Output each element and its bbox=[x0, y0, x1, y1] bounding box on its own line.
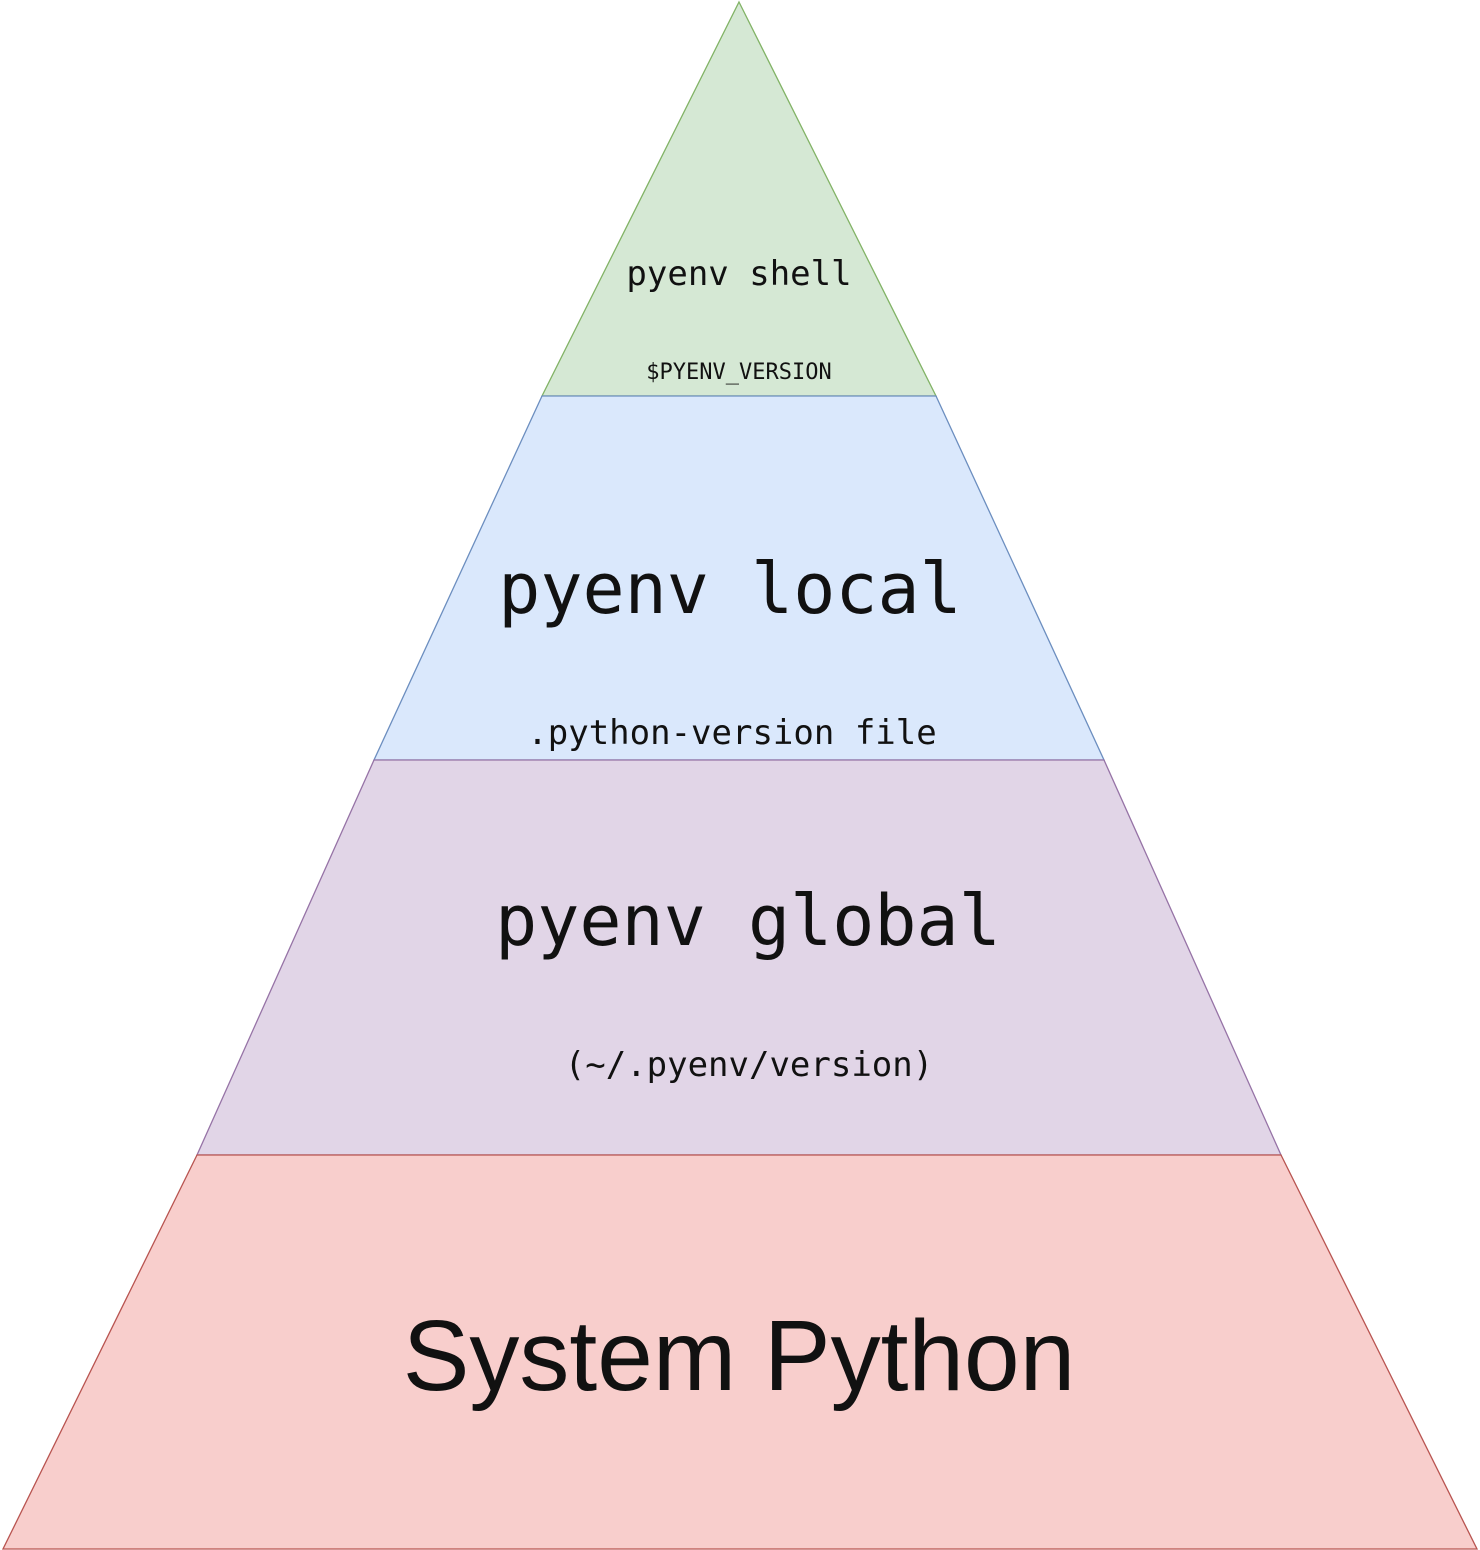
level-pyenv-local-subtitle: .python-version file bbox=[527, 713, 936, 753]
level-pyenv-shell-title: pyenv shell bbox=[626, 254, 851, 294]
level-system-python: System Python bbox=[1, 1154, 1479, 1550]
level-pyenv-global-subtitle: (~/.pyenv/version) bbox=[565, 1045, 933, 1085]
level-pyenv-shell: pyenv shell $PYENV_VERSION bbox=[540, 0, 938, 397]
level-pyenv-local: pyenv local .python-version file bbox=[372, 395, 1106, 761]
level-pyenv-shell-subtitle: $PYENV_VERSION bbox=[646, 360, 831, 385]
level-pyenv-shell-shape bbox=[540, 0, 938, 397]
level-system-python-shape bbox=[1, 1154, 1479, 1550]
level-pyenv-global: pyenv global (~/.pyenv/version) bbox=[195, 759, 1283, 1156]
level-pyenv-global-title: pyenv global bbox=[495, 880, 1001, 962]
level-pyenv-local-title: pyenv local bbox=[498, 548, 962, 630]
level-system-python-title: System Python bbox=[403, 1300, 1076, 1412]
